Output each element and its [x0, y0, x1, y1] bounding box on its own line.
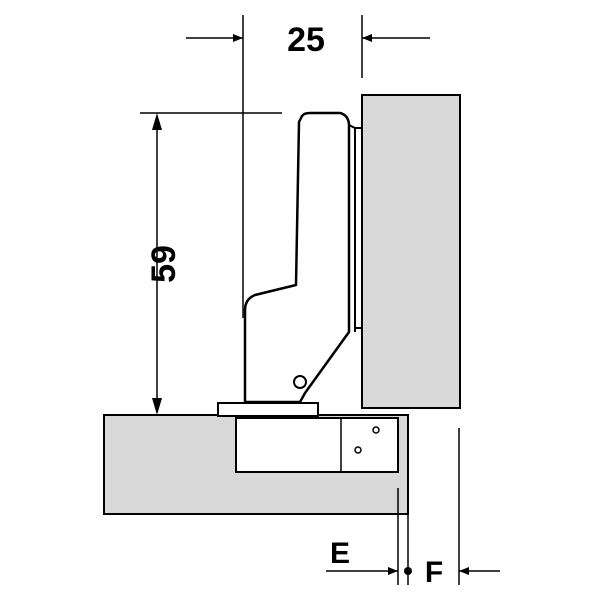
hinge-arm — [243, 111, 351, 404]
dim-dot — [404, 567, 412, 575]
mounting-plate — [354, 127, 363, 329]
dim-label-f: F — [425, 556, 443, 589]
dim-arrowhead-59-bottom — [152, 398, 162, 415]
hinge-cup-hole-upper — [372, 426, 380, 434]
dim-arrowhead-59-top — [152, 113, 162, 130]
hinge-cup-hole-lower — [354, 446, 362, 454]
dim-label-25: 25 — [287, 21, 325, 59]
side-panel — [361, 94, 461, 409]
hinge-pivot-screw — [293, 375, 307, 389]
dim-label-e: E — [330, 537, 350, 570]
dim-label-59: 59 — [145, 245, 183, 283]
hinge-cup — [235, 417, 399, 473]
hinge-flange — [217, 402, 319, 417]
